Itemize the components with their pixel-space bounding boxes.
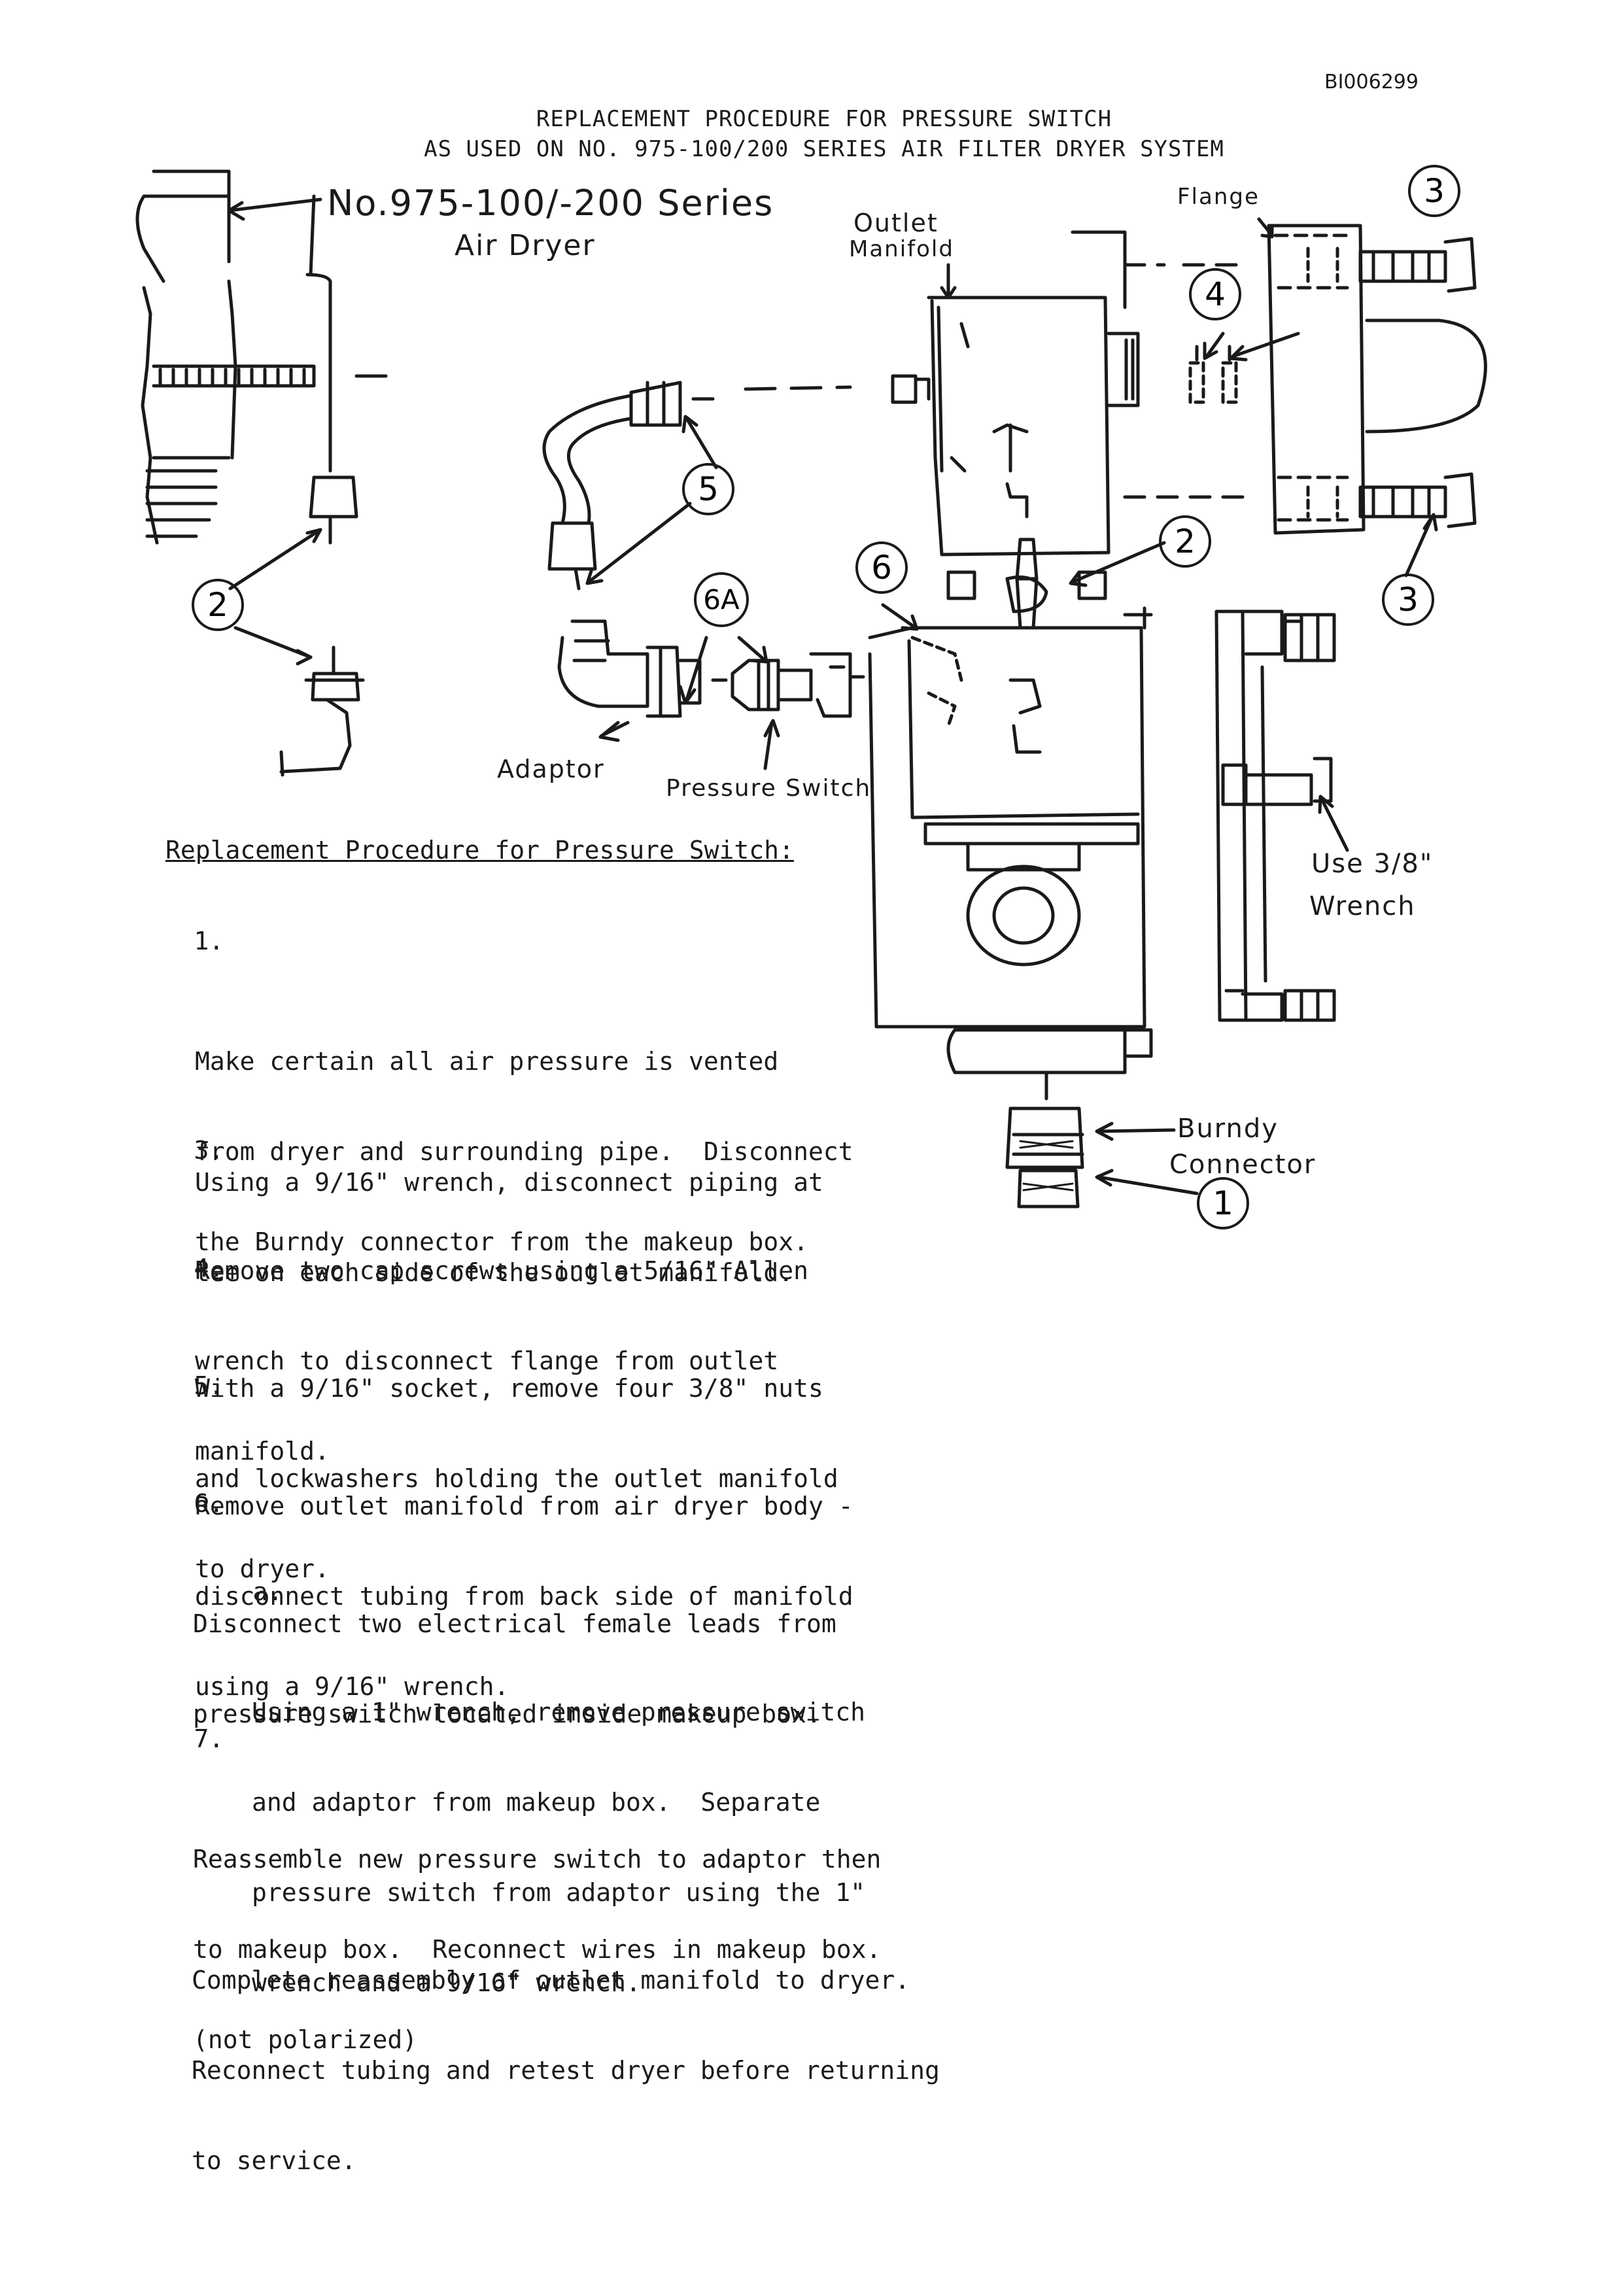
callout-2-left: 2	[192, 579, 244, 631]
label-series: No.975-100/-200 Series	[327, 182, 774, 224]
callout-2-left-label: 2	[207, 586, 228, 624]
step-3: 3. Remove two cap screws using a 5/16" A…	[134, 1105, 808, 1586]
callout-5-label: 5	[698, 470, 719, 508]
callout-2-right: 2	[1159, 515, 1211, 568]
callout-3-top: 3	[1408, 165, 1460, 217]
label-use-wrench-size: Use 3/8"	[1311, 849, 1434, 879]
step-line: Disconnect two electrical female leads f…	[193, 1609, 836, 1638]
callout-1: 1	[1197, 1177, 1249, 1229]
callout-3-bottom-label: 3	[1398, 581, 1419, 619]
side-bracket-sketch	[1214, 609, 1336, 1022]
label-burndy: Burndy	[1177, 1114, 1279, 1144]
makeup-box-sketch	[868, 606, 1153, 1208]
step-line: Reconnect tubing and retest dryer before…	[192, 2056, 940, 2085]
step-number: a.	[252, 1577, 283, 1606]
step-line: pressure switch from adaptor using the 1…	[252, 1878, 865, 1907]
label-adaptor: Adaptor	[497, 755, 605, 783]
step-7: 7. Reassemble new pressure switch to ada…	[134, 1694, 881, 2175]
step-line: to service.	[192, 2146, 356, 2175]
step-line: With a 9/16" socket, remove four 3/8" nu…	[195, 1374, 823, 1403]
adaptor-sketch	[557, 619, 865, 718]
step-number: 3.	[194, 1136, 224, 1165]
label-wrench: Wrench	[1309, 891, 1416, 921]
step-line: wrench and a 9/16" wrench.	[252, 1968, 641, 1997]
step-1: 1. Make certain all air pressure is vent…	[134, 896, 853, 1377]
step-line: Remove two cap screws using a 5/16" Alle…	[195, 1256, 808, 1285]
label-connector: Connector	[1169, 1150, 1317, 1180]
step-number: 6.	[194, 1489, 224, 1518]
step-line: (not polarized)	[193, 2025, 418, 2054]
callout-2-right-label: 2	[1175, 523, 1196, 560]
callout-3-top-label: 3	[1424, 172, 1445, 210]
step-line: Using a 9/16" wrench, disconnect piping …	[195, 1168, 823, 1197]
step-line: from dryer and surrounding pipe. Disconn…	[195, 1137, 853, 1166]
step-2: Using a 9/16" wrench, disconnect piping …	[134, 1017, 823, 1408]
title-line-1: REPLACEMENT PROCEDURE FOR PRESSURE SWITC…	[536, 106, 1112, 132]
procedure-heading: Replacement Procedure for Pressure Switc…	[165, 836, 794, 865]
callout-6a: 6A	[694, 572, 749, 627]
step-5: 5. Remove outlet manifold from air dryer…	[134, 1341, 853, 1822]
step-line: and lockwashers holding the outlet manif…	[195, 1464, 838, 1493]
step-line: tee on each side of the outlet manifold.	[195, 1258, 794, 1287]
callout-5: 5	[682, 463, 734, 515]
pressure-switch-diagram: 1 2 2 3 3 4 5 6	[135, 165, 1487, 1229]
callout-4: 4	[1189, 268, 1241, 320]
step-line: Complete reassembly of outlet manifold t…	[192, 1966, 910, 1995]
callouts: 1 2 2 3 3 4 5 6	[192, 165, 1460, 1229]
callout-3-bottom: 3	[1382, 574, 1434, 626]
callout-6-label: 6	[871, 549, 892, 587]
step-line: Using a 1" wrench, remove pressure switc…	[252, 1698, 865, 1726]
step-line: to dryer.	[195, 1554, 330, 1583]
step-line: using a 9/16" wrench.	[195, 1672, 509, 1701]
step-number: 5.	[194, 1371, 224, 1400]
step-6a: a. Using a 1" wrench, remove pressure sw…	[193, 1547, 865, 2118]
callout-1-label: 1	[1213, 1184, 1233, 1222]
step-line: Reassemble new pressure switch to adapto…	[193, 1845, 882, 1874]
label-flange: Flange	[1177, 184, 1260, 210]
callout-6a-label: 6A	[703, 584, 740, 616]
step-number: 7.	[194, 1724, 224, 1753]
step-line: wrench to disconnect flange from outlet	[195, 1346, 779, 1375]
step-4: 4. With a 9/16" socket, remove four 3/8"…	[134, 1223, 838, 1704]
step-6: 6. Disconnect two electrical female lead…	[134, 1458, 836, 1849]
label-outlet: Outlet	[853, 209, 938, 237]
step-line: pressure switch located inside makeup bo…	[193, 1700, 821, 1728]
step-8: Complete reassembly of outlet manifold t…	[134, 1815, 940, 2296]
flange-sketch	[1267, 224, 1487, 535]
label-pressure-switch: Pressure Switch	[666, 775, 872, 802]
outlet-manifold-sketch	[891, 230, 1140, 754]
step-number: 4.	[194, 1254, 224, 1282]
step-line: the Burndy connector from the makeup box…	[195, 1227, 808, 1256]
step-line: disconnect tubing from back side of mani…	[195, 1582, 853, 1611]
step-line: and adaptor from makeup box. Separate	[252, 1788, 821, 1817]
step-number: 1.	[194, 927, 224, 955]
tubing-sketch	[542, 381, 715, 591]
step-line: manifold.	[195, 1437, 330, 1465]
air-dryer-sketch	[135, 169, 388, 777]
callout-6: 6	[855, 541, 908, 594]
step-line: Remove outlet manifold from air dryer bo…	[195, 1492, 853, 1520]
callout-4-label: 4	[1205, 275, 1226, 313]
label-manifold: Manifold	[849, 236, 954, 262]
label-air-dryer: Air Dryer	[455, 229, 596, 262]
step-line: Make certain all air pressure is vented	[195, 1047, 779, 1076]
title-line-2: AS USED ON NO. 975-100/200 SERIES AIR FI…	[424, 136, 1224, 162]
step-line: to makeup box. Reconnect wires in makeup…	[193, 1935, 882, 1964]
document-id: BI006299	[1324, 71, 1419, 94]
